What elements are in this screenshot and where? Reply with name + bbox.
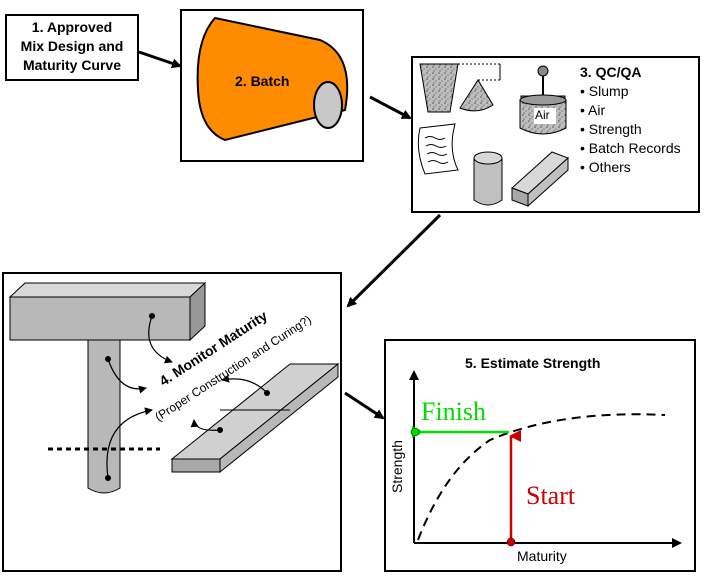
step1-box bbox=[5, 14, 139, 81]
finish-label: Finish bbox=[421, 397, 487, 426]
strength-chart bbox=[409, 370, 682, 548]
step2-label: 2. Batch bbox=[235, 73, 290, 89]
air-meter-icon bbox=[519, 65, 567, 135]
start-label: Start bbox=[526, 481, 576, 510]
step3-list: • Slump • Air • Strength • Batch Records… bbox=[580, 82, 681, 177]
step5-box bbox=[384, 339, 696, 572]
step1-line1: 1. Approved bbox=[31, 19, 113, 35]
qc-item-slump: • Slump bbox=[580, 83, 629, 99]
step5-title: 5. Estimate Strength bbox=[465, 355, 601, 371]
step1-line3: Maturity Curve bbox=[22, 57, 122, 73]
step3-box bbox=[411, 56, 700, 213]
step3-title: 3. QC/QA bbox=[580, 64, 642, 80]
beam-icon bbox=[8, 281, 207, 342]
arrow-4-to-5 bbox=[344, 391, 385, 420]
beam-specimen-icon bbox=[511, 151, 569, 208]
t-column-icon bbox=[87, 329, 121, 494]
cylinder-specimen-icon bbox=[473, 151, 503, 206]
air-meter-label: Air bbox=[535, 108, 550, 122]
sensor-arrows bbox=[105, 313, 270, 481]
y-axis-label: Strength bbox=[389, 440, 405, 493]
qc-item-others: • Others bbox=[580, 159, 631, 175]
slump-cone-icon bbox=[419, 63, 502, 113]
qc-item-batch-records: • Batch Records bbox=[580, 140, 681, 156]
arrow-2-to-3 bbox=[369, 95, 412, 120]
arrow-3-to-4 bbox=[346, 213, 442, 308]
x-axis-label: Maturity bbox=[517, 548, 567, 564]
batch-record-icon bbox=[417, 123, 459, 175]
step1-line2: Mix Design and bbox=[20, 38, 124, 54]
qc-item-strength: • Strength bbox=[580, 121, 642, 137]
qc-item-air: • Air bbox=[580, 102, 606, 118]
finish-point bbox=[410, 427, 420, 437]
slab-icon bbox=[170, 362, 340, 474]
strength-maturity-curve bbox=[417, 413, 666, 541]
arrow-1-to-2 bbox=[138, 50, 182, 69]
start-point bbox=[506, 537, 516, 547]
batch-drum-icon bbox=[196, 16, 349, 142]
